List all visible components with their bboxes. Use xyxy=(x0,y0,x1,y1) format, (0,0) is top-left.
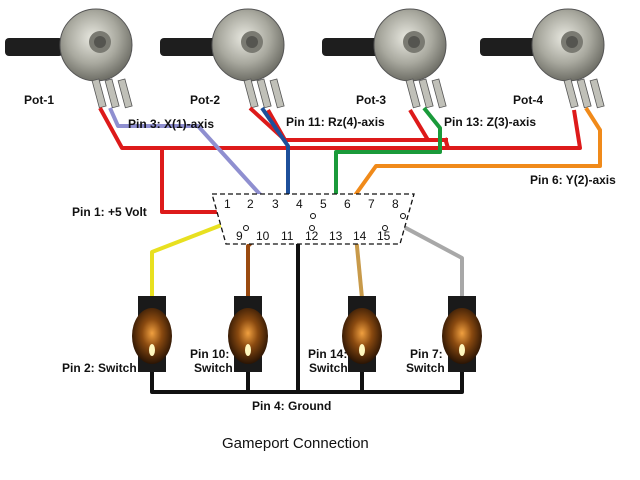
pot-2 xyxy=(160,8,285,109)
pin-number-9: 9 xyxy=(236,229,243,243)
wire-x-axis xyxy=(108,107,278,214)
pin-number-13: 13 xyxy=(329,229,343,243)
pin-number-2: 2 xyxy=(247,197,254,211)
pin-hole xyxy=(400,213,406,219)
label-pin7-switch: Switch xyxy=(406,361,445,375)
label-pin2-switch: Pin 2: Switch xyxy=(62,361,137,375)
switch-pin2 xyxy=(132,296,172,372)
pin-number-7: 7 xyxy=(368,197,375,211)
pot-2-label: Pot-2 xyxy=(190,93,220,107)
pin-number-14: 14 xyxy=(353,229,367,243)
pin-number-12: 12 xyxy=(305,229,319,243)
label-pin14-switch: Switch xyxy=(309,361,348,375)
pin-number-1: 1 xyxy=(224,197,231,211)
pin-number-8: 8 xyxy=(392,197,399,211)
pin-number-3: 3 xyxy=(272,197,279,211)
switch-pin14 xyxy=(342,296,382,372)
pin-number-5: 5 xyxy=(320,197,327,211)
pot-4-label: Pot-4 xyxy=(513,93,543,107)
pot-3 xyxy=(322,8,447,109)
label-pin14: Pin 14: xyxy=(308,347,347,361)
label-pin4-ground: Pin 4: Ground xyxy=(252,399,331,413)
pin-number-15: 15 xyxy=(377,229,391,243)
label-pin10-switch: Switch xyxy=(194,361,233,375)
pin-number-10: 10 xyxy=(256,229,270,243)
pin-hole xyxy=(309,225,315,231)
pot-3-label: Pot-3 xyxy=(356,93,386,107)
switch-pin7 xyxy=(442,296,482,372)
wire-ground xyxy=(150,212,464,394)
pot-1-label: Pot-1 xyxy=(24,93,54,107)
wire-pin14-tan xyxy=(354,235,364,299)
wire-pin2-yellow xyxy=(150,212,251,298)
switch-pin10 xyxy=(228,296,268,372)
pin-number-11: 11 xyxy=(281,229,294,243)
pot-1 xyxy=(5,8,133,109)
label-pin7: Pin 7: xyxy=(410,347,443,361)
pin-hole xyxy=(382,225,388,231)
pin-number-6: 6 xyxy=(344,197,351,211)
label-pin10: Pin 10: xyxy=(190,347,229,361)
wire-y-axis xyxy=(344,106,602,210)
label-pin3: Pin 3: X(1)-axis xyxy=(128,117,214,131)
label-pin6: Pin 6: Y(2)-axis xyxy=(530,173,616,187)
pin-hole xyxy=(310,213,316,219)
pot-4 xyxy=(480,8,605,109)
pin-number-4: 4 xyxy=(296,197,303,211)
label-pin11: Pin 11: Rz(4)-axis xyxy=(286,115,385,129)
label-pin13: Pin 13: Z(3)-axis xyxy=(444,115,536,129)
pin-hole xyxy=(243,225,249,231)
wire-z-axis xyxy=(334,106,442,236)
diagram-caption: Gameport Connection xyxy=(222,435,369,452)
label-pin1: Pin 1: +5 Volt xyxy=(72,205,147,219)
